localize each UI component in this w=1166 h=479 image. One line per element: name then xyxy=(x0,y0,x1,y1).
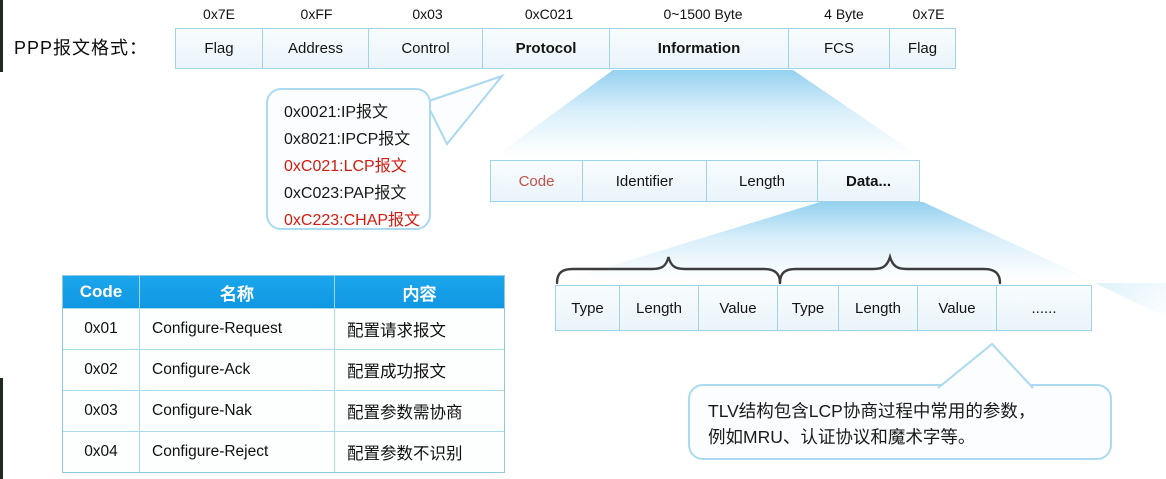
lcp-field-cell-code: Code xyxy=(490,160,583,202)
lcp-field-cell-length: Length xyxy=(706,160,818,202)
table-cell-code: 0x03 xyxy=(84,402,118,419)
table-cell-content: 配置成功报文 xyxy=(334,350,504,390)
ppp-field-cell-information: Information xyxy=(609,28,789,69)
ppp-field-value-label: 0xFF xyxy=(300,6,333,22)
callout-item: 0xC023:PAP报文 xyxy=(284,185,407,202)
table-cell-name: Configure-Nak xyxy=(139,391,334,431)
tlv-field-cell-type: Type xyxy=(777,285,839,331)
ppp-field-cell-flag: Flag xyxy=(175,28,263,69)
table-cell-code: 0x01 xyxy=(84,320,118,337)
ppp-field-cell-fcs: FCS xyxy=(788,28,890,69)
ppp-field-cell-flag: Flag xyxy=(889,28,956,69)
ppp-byte-labels-row: 0x7E 0xFF 0x03 0xC021 0~1500 Byte 4 Byte… xyxy=(175,6,962,24)
table-cell-content: 配置参数需协商 xyxy=(334,391,504,431)
table-row: 0x04 Configure-Reject 配置参数不识别 xyxy=(63,431,504,472)
ppp-field-value-label: 0x03 xyxy=(412,6,443,22)
table-cell-content: 配置参数不识别 xyxy=(334,432,504,472)
tlv-field-cell-value: Value xyxy=(698,285,778,331)
tlv-callout: TLV结构包含LCP协商过程中常用的参数， 例如MRU、认证协议和魔术字等。 xyxy=(688,384,1112,460)
funnel-data-to-tlv-overshoot xyxy=(1095,283,1166,328)
ppp-field-cell-protocol: Protocol xyxy=(482,28,610,69)
funnel-information-to-lcp xyxy=(490,70,925,160)
table-cell-code: 0x02 xyxy=(84,361,118,378)
page-title: PPP报文格式： xyxy=(14,38,149,58)
table-cell-name: Configure-Request xyxy=(139,309,334,349)
tlv-group-braces xyxy=(555,253,1002,285)
callout-item: 0x0021:IP报文 xyxy=(284,104,389,121)
tlv-brace-right xyxy=(778,253,1002,285)
table-cell-content: 配置请求报文 xyxy=(334,309,504,349)
ppp-field-value-label: 0x7E xyxy=(203,6,235,22)
ppp-field-value-label: 0xC021 xyxy=(524,6,574,22)
table-header-cell: 名称 xyxy=(139,276,334,308)
lcp-field-cell-data: Data... xyxy=(817,160,920,202)
table-cell-name: Configure-Ack xyxy=(139,350,334,390)
screen-edge-artifact-top xyxy=(0,0,3,72)
callout-item: 0xC223:CHAP报文 xyxy=(284,212,421,229)
ppp-field-cell-address: Address xyxy=(262,28,369,69)
tlv-frame-row: Type Length Value Type Length Value ....… xyxy=(555,285,1092,331)
lcp-field-cell-identifier: Identifier xyxy=(582,160,707,202)
table-row: 0x01 Configure-Request 配置请求报文 xyxy=(63,308,504,349)
tlv-field-cell-length: Length xyxy=(838,285,918,331)
table-header-cell: Code xyxy=(79,282,123,301)
table-cell-name: Configure-Reject xyxy=(139,432,334,472)
tlv-callout-line: 例如MRU、认证协议和魔术字等。 xyxy=(708,427,976,447)
table-row: 0x02 Configure-Ack 配置成功报文 xyxy=(63,349,504,390)
tlv-field-cell-value: Value xyxy=(917,285,997,331)
tlv-field-cell-length: Length xyxy=(619,285,699,331)
protocol-callout-pointer xyxy=(424,73,505,146)
tlv-callout-line: TLV结构包含LCP协商过程中常用的参数， xyxy=(708,401,1036,421)
code-table-header-row: Code 名称 内容 xyxy=(63,276,504,308)
ppp-field-value-label: 4 Byte xyxy=(824,6,864,22)
screen-edge-artifact-bottom xyxy=(0,378,3,479)
ppp-field-cell-control: Control xyxy=(368,28,483,69)
code-table: Code 名称 内容 0x01 Configure-Request 配置请求报文… xyxy=(62,275,505,473)
callout-item: 0xC021:LCP报文 xyxy=(284,158,407,175)
table-row: 0x03 Configure-Nak 配置参数需协商 xyxy=(63,390,504,431)
table-header-cell: 内容 xyxy=(334,276,504,308)
ppp-frame-row: Flag Address Control Protocol Informatio… xyxy=(175,28,956,69)
ppp-field-value-label: 0~1500 Byte xyxy=(663,6,743,22)
tlv-callout-pointer xyxy=(937,342,1034,389)
lcp-frame-row: Code Identifier Length Data... xyxy=(490,160,920,202)
tlv-brace-left xyxy=(555,256,782,285)
table-cell-code: 0x04 xyxy=(84,443,118,460)
protocol-callout: 0x0021:IP报文 0x8021:IPCP报文 0xC021:LCP报文 0… xyxy=(266,88,431,230)
ppp-field-value-label: 0x7E xyxy=(912,6,945,22)
tlv-field-cell-more: ...... xyxy=(996,285,1092,331)
callout-item: 0x8021:IPCP报文 xyxy=(284,131,411,148)
tlv-field-cell-type: Type xyxy=(555,285,620,331)
